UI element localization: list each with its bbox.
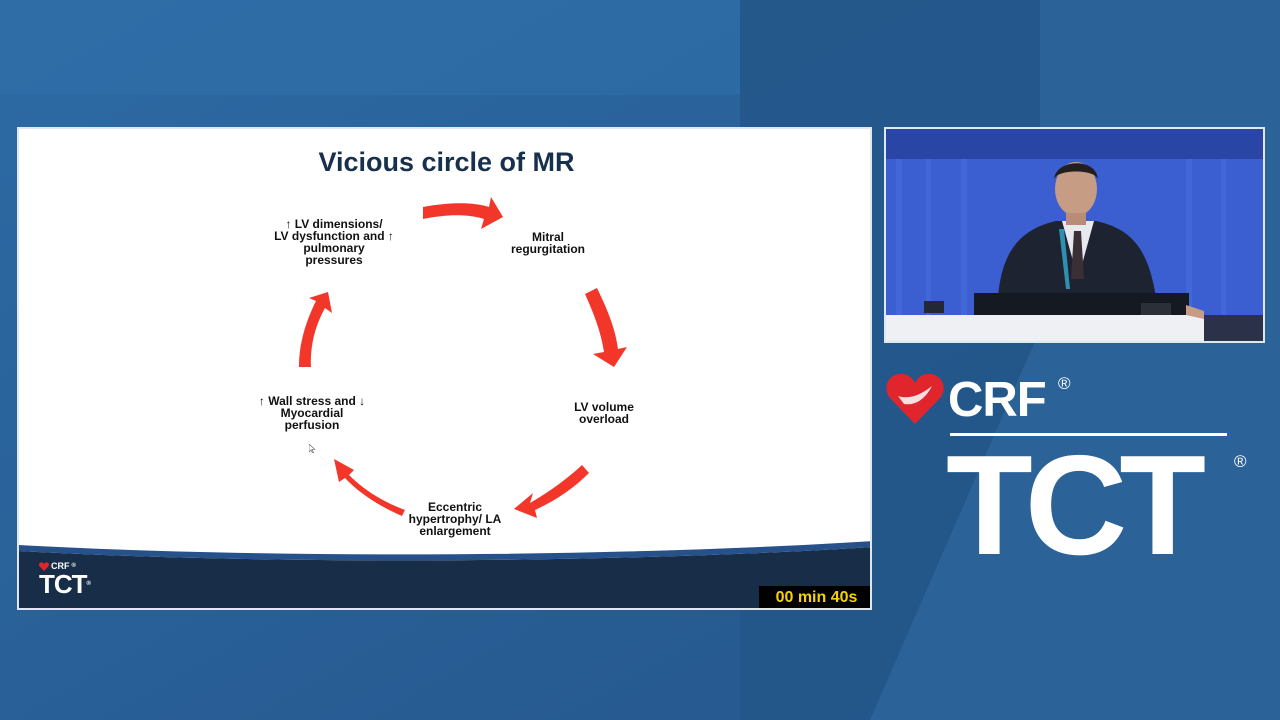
footer-tct-text: TCT <box>39 569 88 599</box>
slide-title: Vicious circle of MR <box>318 147 575 177</box>
footer-crf-text: CRF <box>51 561 70 571</box>
footer-crf-reg: ® <box>71 563 76 569</box>
presentation-slide: Vicious circle of MR ↑ LV dimensions/ LV… <box>17 127 872 610</box>
node-lv-dimensions: ↑ LV dimensions/ LV dysfunction and ↑ pu… <box>274 217 394 267</box>
arrow-to-lv-volume <box>585 288 627 367</box>
brand-crf-reg: ® <box>1058 374 1071 393</box>
node-lv-volume-overload: LV volume overload <box>574 400 634 426</box>
brand-crf-text: CRF <box>948 373 1047 427</box>
node-wall-stress: ↑ Wall stress and ↓ Myocardial perfusion <box>258 394 366 432</box>
speaker-video-frame <box>886 129 1263 341</box>
arrow-to-wall-stress <box>334 459 405 516</box>
heart-logo-icon <box>886 373 944 424</box>
cycle-diagram <box>299 197 627 518</box>
footer-logo: CRF® TCT® <box>39 561 92 599</box>
speaker-video <box>884 127 1265 343</box>
footer-tct-reg: ® <box>86 581 92 587</box>
arrow-to-lv-dimensions <box>299 292 332 367</box>
brand-tct-text: TCT <box>946 426 1206 585</box>
session-timer: 00 min 40s <box>759 586 870 608</box>
brand-divider <box>950 433 1227 436</box>
mouse-cursor-icon <box>309 444 315 453</box>
brand-tct-reg: ® <box>1234 452 1247 471</box>
arrow-to-eccentric <box>514 465 589 518</box>
node-eccentric-hypertrophy: Eccentric hypertrophy/ LA enlargement <box>408 500 502 538</box>
arrow-to-mitral <box>423 197 503 229</box>
node-mitral-regurgitation: Mitral regurgitation <box>511 230 585 256</box>
brand-logo: CRF ® TCT ® <box>886 368 1256 578</box>
heart-logo-icon <box>39 561 49 571</box>
slide-footer-band <box>19 541 870 608</box>
